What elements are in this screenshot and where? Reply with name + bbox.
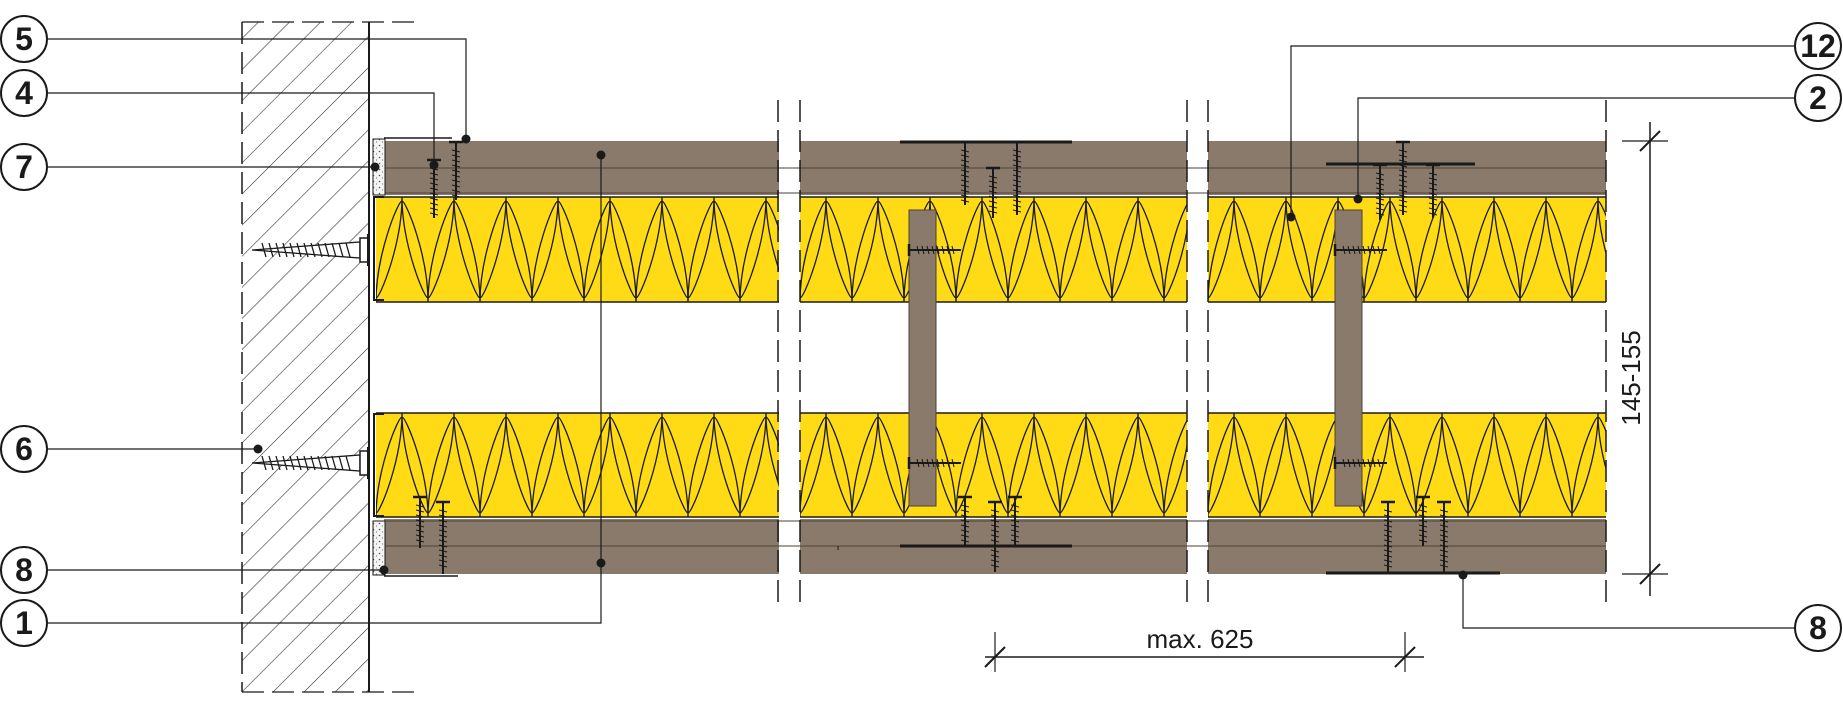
joint-strips xyxy=(837,140,1500,575)
callout-2: 2 xyxy=(1794,74,1842,122)
leader-dots xyxy=(253,134,1468,580)
leader-lines xyxy=(48,38,1795,629)
board-screws xyxy=(413,140,1451,574)
break-lines xyxy=(777,100,1607,610)
svg-text:6: 6 xyxy=(15,431,33,467)
svg-text:4: 4 xyxy=(15,75,33,111)
svg-text:7: 7 xyxy=(15,149,33,185)
svg-text:12: 12 xyxy=(1800,28,1836,64)
svg-text:5: 5 xyxy=(15,21,33,57)
callout-12: 12 xyxy=(1794,22,1842,70)
thickness-dimension: 145-155 xyxy=(1616,122,1668,596)
insulation-bottom xyxy=(376,412,1606,518)
svg-text:2: 2 xyxy=(1809,80,1827,116)
svg-text:8: 8 xyxy=(1809,610,1827,646)
masonry-wall xyxy=(241,21,418,693)
svg-text:1: 1 xyxy=(15,605,33,641)
thickness-label: 145-155 xyxy=(1616,330,1646,425)
stud-1 xyxy=(908,209,937,507)
svg-text:8: 8 xyxy=(15,552,33,588)
spacing-label: max. 625 xyxy=(1147,624,1254,654)
callout-8-left: 8 xyxy=(0,546,48,594)
insulation-top xyxy=(376,196,1606,303)
callout-6: 6 xyxy=(0,425,48,473)
stud-2 xyxy=(1334,209,1363,507)
wall-anchors xyxy=(251,234,369,479)
callout-7: 7 xyxy=(0,143,48,191)
callout-4: 4 xyxy=(0,69,48,117)
callout-8-right: 8 xyxy=(1794,604,1842,652)
callout-5: 5 xyxy=(0,15,48,63)
spacing-dimension: max. 625 xyxy=(984,624,1424,672)
callout-1: 1 xyxy=(0,599,48,647)
